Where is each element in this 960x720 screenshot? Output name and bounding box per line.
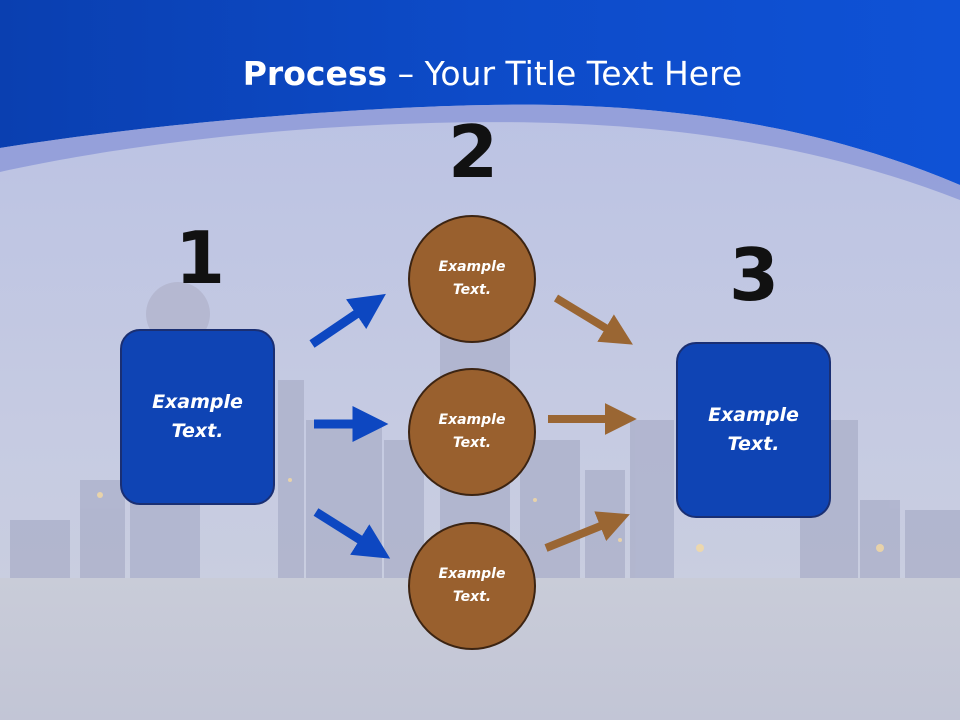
step-number-3: 3 <box>728 233 780 317</box>
step-number-2: 2 <box>447 110 499 194</box>
circle-middle: Example Text. <box>408 368 536 496</box>
left-box: Example Text. <box>120 329 275 505</box>
step-number-1: 1 <box>174 216 226 300</box>
slide-title: Process – Your Title Text Here <box>0 52 960 96</box>
title-rest: – Your Title Text Here <box>387 54 743 93</box>
title-bold: Process <box>242 54 388 93</box>
circle-top: Example Text. <box>408 215 536 343</box>
circle-bottom: Example Text. <box>408 522 536 650</box>
right-box: Example Text. <box>676 342 831 518</box>
